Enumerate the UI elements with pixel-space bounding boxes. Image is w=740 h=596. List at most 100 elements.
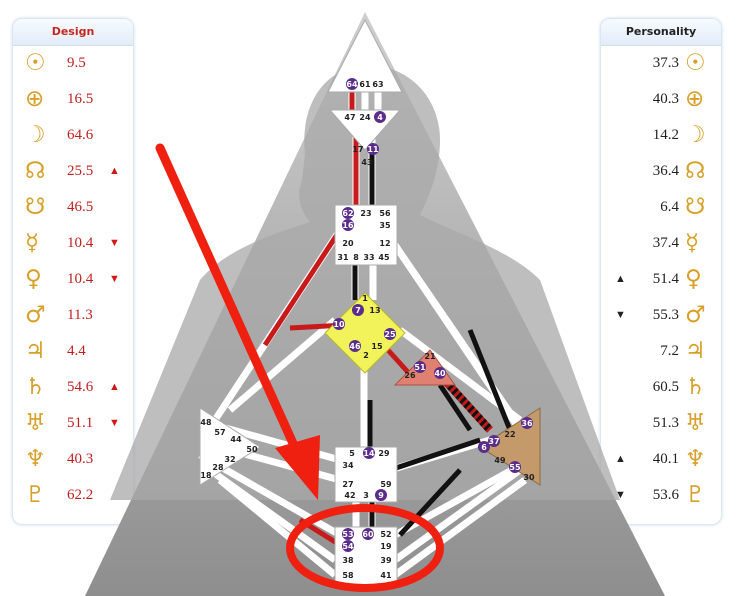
gate-number: 24 xyxy=(359,113,371,122)
defined-gate-marker xyxy=(521,417,533,429)
planet-icon: ♆ xyxy=(25,446,46,472)
gate-line-value: 64.6 xyxy=(67,127,94,143)
gate-line-value: 11.3 xyxy=(67,307,93,323)
gate-number: 8 xyxy=(353,253,359,262)
gate-number: 46 xyxy=(349,342,361,351)
personality-row: ☽14.2 xyxy=(601,121,721,151)
design-row: ☊25.5▲ xyxy=(13,157,133,187)
defined-gate-marker xyxy=(434,367,446,379)
gate-number: 20 xyxy=(342,239,354,248)
gate-number: 18 xyxy=(200,471,212,480)
annotation-arrow-head xyxy=(275,435,320,500)
gate-number: 13 xyxy=(369,306,380,315)
defined-gate-marker xyxy=(352,304,364,316)
gate-number: 27 xyxy=(342,480,353,489)
gate-line-value: 40.3 xyxy=(67,451,94,467)
gate-number: 50 xyxy=(246,445,258,454)
defined-gate-marker xyxy=(362,528,374,540)
detriment-arrow-icon: ▼ xyxy=(615,309,626,321)
gate-number: 31 xyxy=(337,253,349,262)
planet-icon: ☿ xyxy=(685,230,700,256)
gate-line-value: 7.2 xyxy=(660,343,679,359)
gate-line-value: 10.4 xyxy=(67,271,94,287)
planet-icon: ♂ xyxy=(685,302,706,328)
personality-panel: Personality ☉37.3⊕40.3☽14.2☊36.4☋6.4☿37.… xyxy=(600,18,722,525)
spleen-center xyxy=(199,407,261,486)
gate-number: 53 xyxy=(342,530,353,539)
design-row: ♄54.6▲ xyxy=(13,373,133,403)
head-center xyxy=(327,18,403,93)
gate-number: 34 xyxy=(342,461,354,470)
gate-number: 60 xyxy=(362,530,374,539)
gate-number: 19 xyxy=(380,542,392,551)
personality-row: ☿ 37.4 xyxy=(601,229,721,259)
gate-number: 36 xyxy=(521,419,533,428)
design-panel-title: Design xyxy=(13,19,133,46)
gate-line-value: 46.5 xyxy=(67,199,94,215)
gate-number: 33 xyxy=(363,253,374,262)
annotation-ellipse xyxy=(286,504,444,592)
gate-line-value: 60.5 xyxy=(652,379,679,395)
design-row: ♆ 40.3 xyxy=(13,445,133,475)
planet-icon: ♀ xyxy=(25,266,42,292)
gate-number: 54 xyxy=(342,542,354,551)
planet-icon: ☿ xyxy=(25,230,40,256)
gate-number: 28 xyxy=(212,463,224,472)
planet-icon: ♀ xyxy=(685,266,702,292)
gate-line-value: 40.1 xyxy=(652,451,679,467)
gate-number: 23 xyxy=(360,209,371,218)
personality-row: ☊36.4 xyxy=(601,157,721,187)
gate-number: 48 xyxy=(200,418,212,427)
design-row: ☋46.5 xyxy=(13,193,133,223)
detriment-arrow-icon: ▼ xyxy=(109,237,120,249)
gate-number: 6 xyxy=(481,443,487,452)
detriment-arrow-icon: ▼ xyxy=(109,417,120,429)
gate-number: 22 xyxy=(504,430,515,439)
gate-number: 56 xyxy=(379,209,391,218)
gate-number: 39 xyxy=(380,556,392,565)
planet-icon: ☋ xyxy=(685,194,706,220)
defined-gate-marker xyxy=(342,219,354,231)
gate-number: 58 xyxy=(342,571,354,580)
planet-icon: ☊ xyxy=(25,158,46,184)
planet-icon: ♂ xyxy=(25,302,46,328)
gate-number: 47 xyxy=(344,113,355,122)
gate-number: 45 xyxy=(378,253,390,262)
gate-number: 7 xyxy=(355,306,361,315)
design-row: ♃4.4 xyxy=(13,337,133,367)
personality-row: ☋6.4 xyxy=(601,193,721,223)
design-row: ♂ 11.3 xyxy=(13,301,133,331)
defined-gate-marker xyxy=(349,340,361,352)
personality-row: ♇53.6▼ xyxy=(601,481,721,511)
design-row: ⊕16.5 xyxy=(13,85,133,115)
personality-row: ♂55.3▼ xyxy=(601,301,721,331)
defined-gate-marker xyxy=(478,441,490,453)
gate-number: 30 xyxy=(523,473,535,482)
defined-gate-marker xyxy=(488,435,500,447)
planet-icon: ☉ xyxy=(25,50,46,76)
gate-number: 52 xyxy=(380,530,391,539)
planet-icon: ☊ xyxy=(685,158,706,184)
gate-line-value: 37.4 xyxy=(652,235,679,251)
defined-gate-marker xyxy=(367,143,379,155)
personality-panel-title: Personality xyxy=(601,19,721,46)
personality-row: ⊕40.3 xyxy=(601,85,721,115)
gate-number: 1 xyxy=(362,294,368,303)
gate-number: 2 xyxy=(363,351,369,360)
personality-row: ♆40.1▲ xyxy=(601,445,721,475)
personality-row: ♄60.5 xyxy=(601,373,721,403)
planet-icon: ♄ xyxy=(25,374,46,400)
gate-number: 5 xyxy=(349,449,355,458)
gate-line-value: 14.2 xyxy=(652,127,679,143)
planet-icon: ♅ xyxy=(685,410,706,436)
gate-line-value: 51.3 xyxy=(652,415,679,431)
planet-icon: ♃ xyxy=(685,338,706,364)
gate-line-value: 10.4 xyxy=(67,235,94,251)
defined-gate-marker xyxy=(414,361,426,373)
personality-row: ♀51.4▲ xyxy=(601,265,721,295)
planet-icon: ♇ xyxy=(25,482,46,508)
gate-number: 63 xyxy=(372,80,383,89)
gate-number: 35 xyxy=(379,221,391,230)
